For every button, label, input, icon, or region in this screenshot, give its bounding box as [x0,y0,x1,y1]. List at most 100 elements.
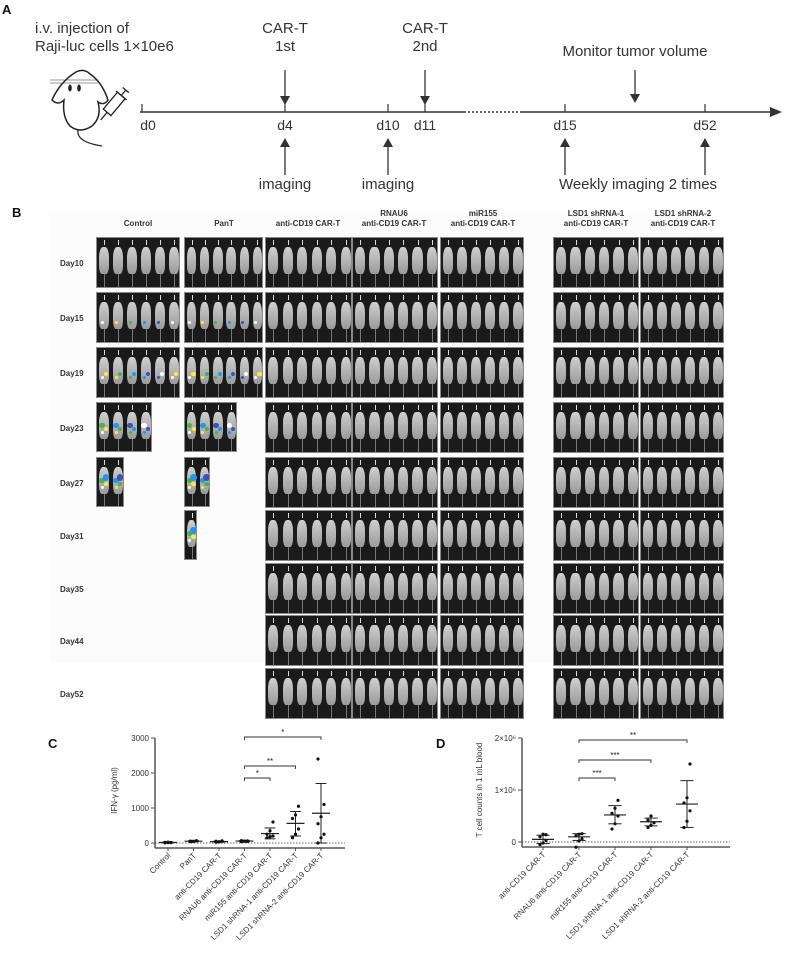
mouse-silhouette [311,573,322,600]
ear-tag [476,295,477,300]
mouse-tail [287,494,289,507]
mouse-tail [118,384,119,397]
ear-tag [476,350,477,355]
bioluminescence-image [265,457,352,508]
annotation-car-t-1st-line2: 1st [274,38,296,55]
mouse-silhouette [584,302,595,329]
ear-tag [618,671,620,676]
mouse-tail [431,600,433,613]
mouse-tail [561,705,563,718]
ear-tag [575,240,577,245]
mouse-silhouette [599,573,610,600]
mouse-tail [589,329,591,342]
mouse-silhouette [99,357,109,384]
ear-tag [231,405,233,410]
mouse-tail [604,274,606,287]
bioluminescence-image [352,668,438,719]
data-point [316,822,320,826]
bioluminescence-image [96,292,180,343]
tumor-signal [131,372,137,377]
mouse-tail [604,329,606,342]
ear-tag [632,405,634,410]
mouse-silhouette [657,520,667,547]
ear-tag [118,350,119,355]
mouse-tail [388,494,390,507]
ear-tag [388,405,390,410]
mouse-tail [191,547,193,559]
tumor-signal [214,431,218,434]
ear-tag [704,618,705,623]
mouse-tail [662,439,663,452]
data-point [290,836,295,840]
mouse-silhouette [513,247,523,274]
mouse-tail [403,494,405,507]
tumor-signal [213,423,219,429]
day-label: Day19 [60,369,84,378]
ear-tag [676,405,677,410]
ear-tag [462,350,463,355]
mouse-tail [302,384,304,397]
mouse-silhouette [570,520,581,547]
mouse-tail [191,329,193,342]
ear-tag [676,295,677,300]
mouse-tail [403,547,405,560]
tumor-signal [214,321,218,324]
bioluminescence-image [640,292,724,343]
mouse-silhouette [213,247,223,274]
ear-tag [431,350,433,355]
ear-tag [490,405,491,410]
mouse-tail [360,600,362,613]
ear-tag [448,240,449,245]
mouse-silhouette [355,412,366,439]
mouse-tail [374,600,376,613]
mouse-silhouette [226,302,236,329]
tumor-signal [117,372,123,377]
mouse-tail [604,439,606,452]
mouse-silhouette [613,412,624,439]
ear-tag [146,295,147,300]
mouse-silhouette [627,247,638,274]
bioluminescence-image [265,347,352,398]
mouse-silhouette [471,247,481,274]
mouse-tail [575,547,577,560]
mouse-tail [287,652,289,665]
ear-tag [676,513,677,518]
mouse-silhouette [613,625,624,652]
mouse-silhouette [297,520,308,547]
mouse-tail [345,600,347,613]
ear-tag [316,240,318,245]
mouse-tail [146,439,147,451]
ear-tag [690,566,691,571]
mouse-tail [360,652,362,665]
mouse-tail [490,494,491,507]
mouse-silhouette [627,412,638,439]
mouse-tail [561,384,563,397]
ear-tag [662,240,663,245]
tumor-signal [145,427,151,432]
mouse-silhouette [239,357,249,384]
bioluminescence-image [640,347,724,398]
ear-tag [718,618,719,623]
ear-tag [462,671,463,676]
tumor-signal [145,372,151,377]
y-tick-label: 1×10⁶ [495,786,516,795]
mouse-silhouette [398,357,409,384]
mouse-tail [388,384,390,397]
data-point [188,839,193,843]
ear-tag [331,240,333,245]
mouse-silhouette [643,357,653,384]
mouse-silhouette [613,247,624,274]
ear-tag [345,618,347,623]
mouse-tail [217,384,219,397]
mouse-silhouette [297,467,308,494]
mouse-silhouette [685,247,695,274]
mouse-tail [388,274,390,287]
ear-tag [632,618,634,623]
group-header-line1: miR155 [468,209,498,218]
mouse-silhouette [471,467,481,494]
mouse-silhouette [340,467,351,494]
ear-tag [132,350,133,355]
ear-tag [218,405,220,410]
ear-tag [676,460,677,465]
mouse-tail [575,705,577,718]
